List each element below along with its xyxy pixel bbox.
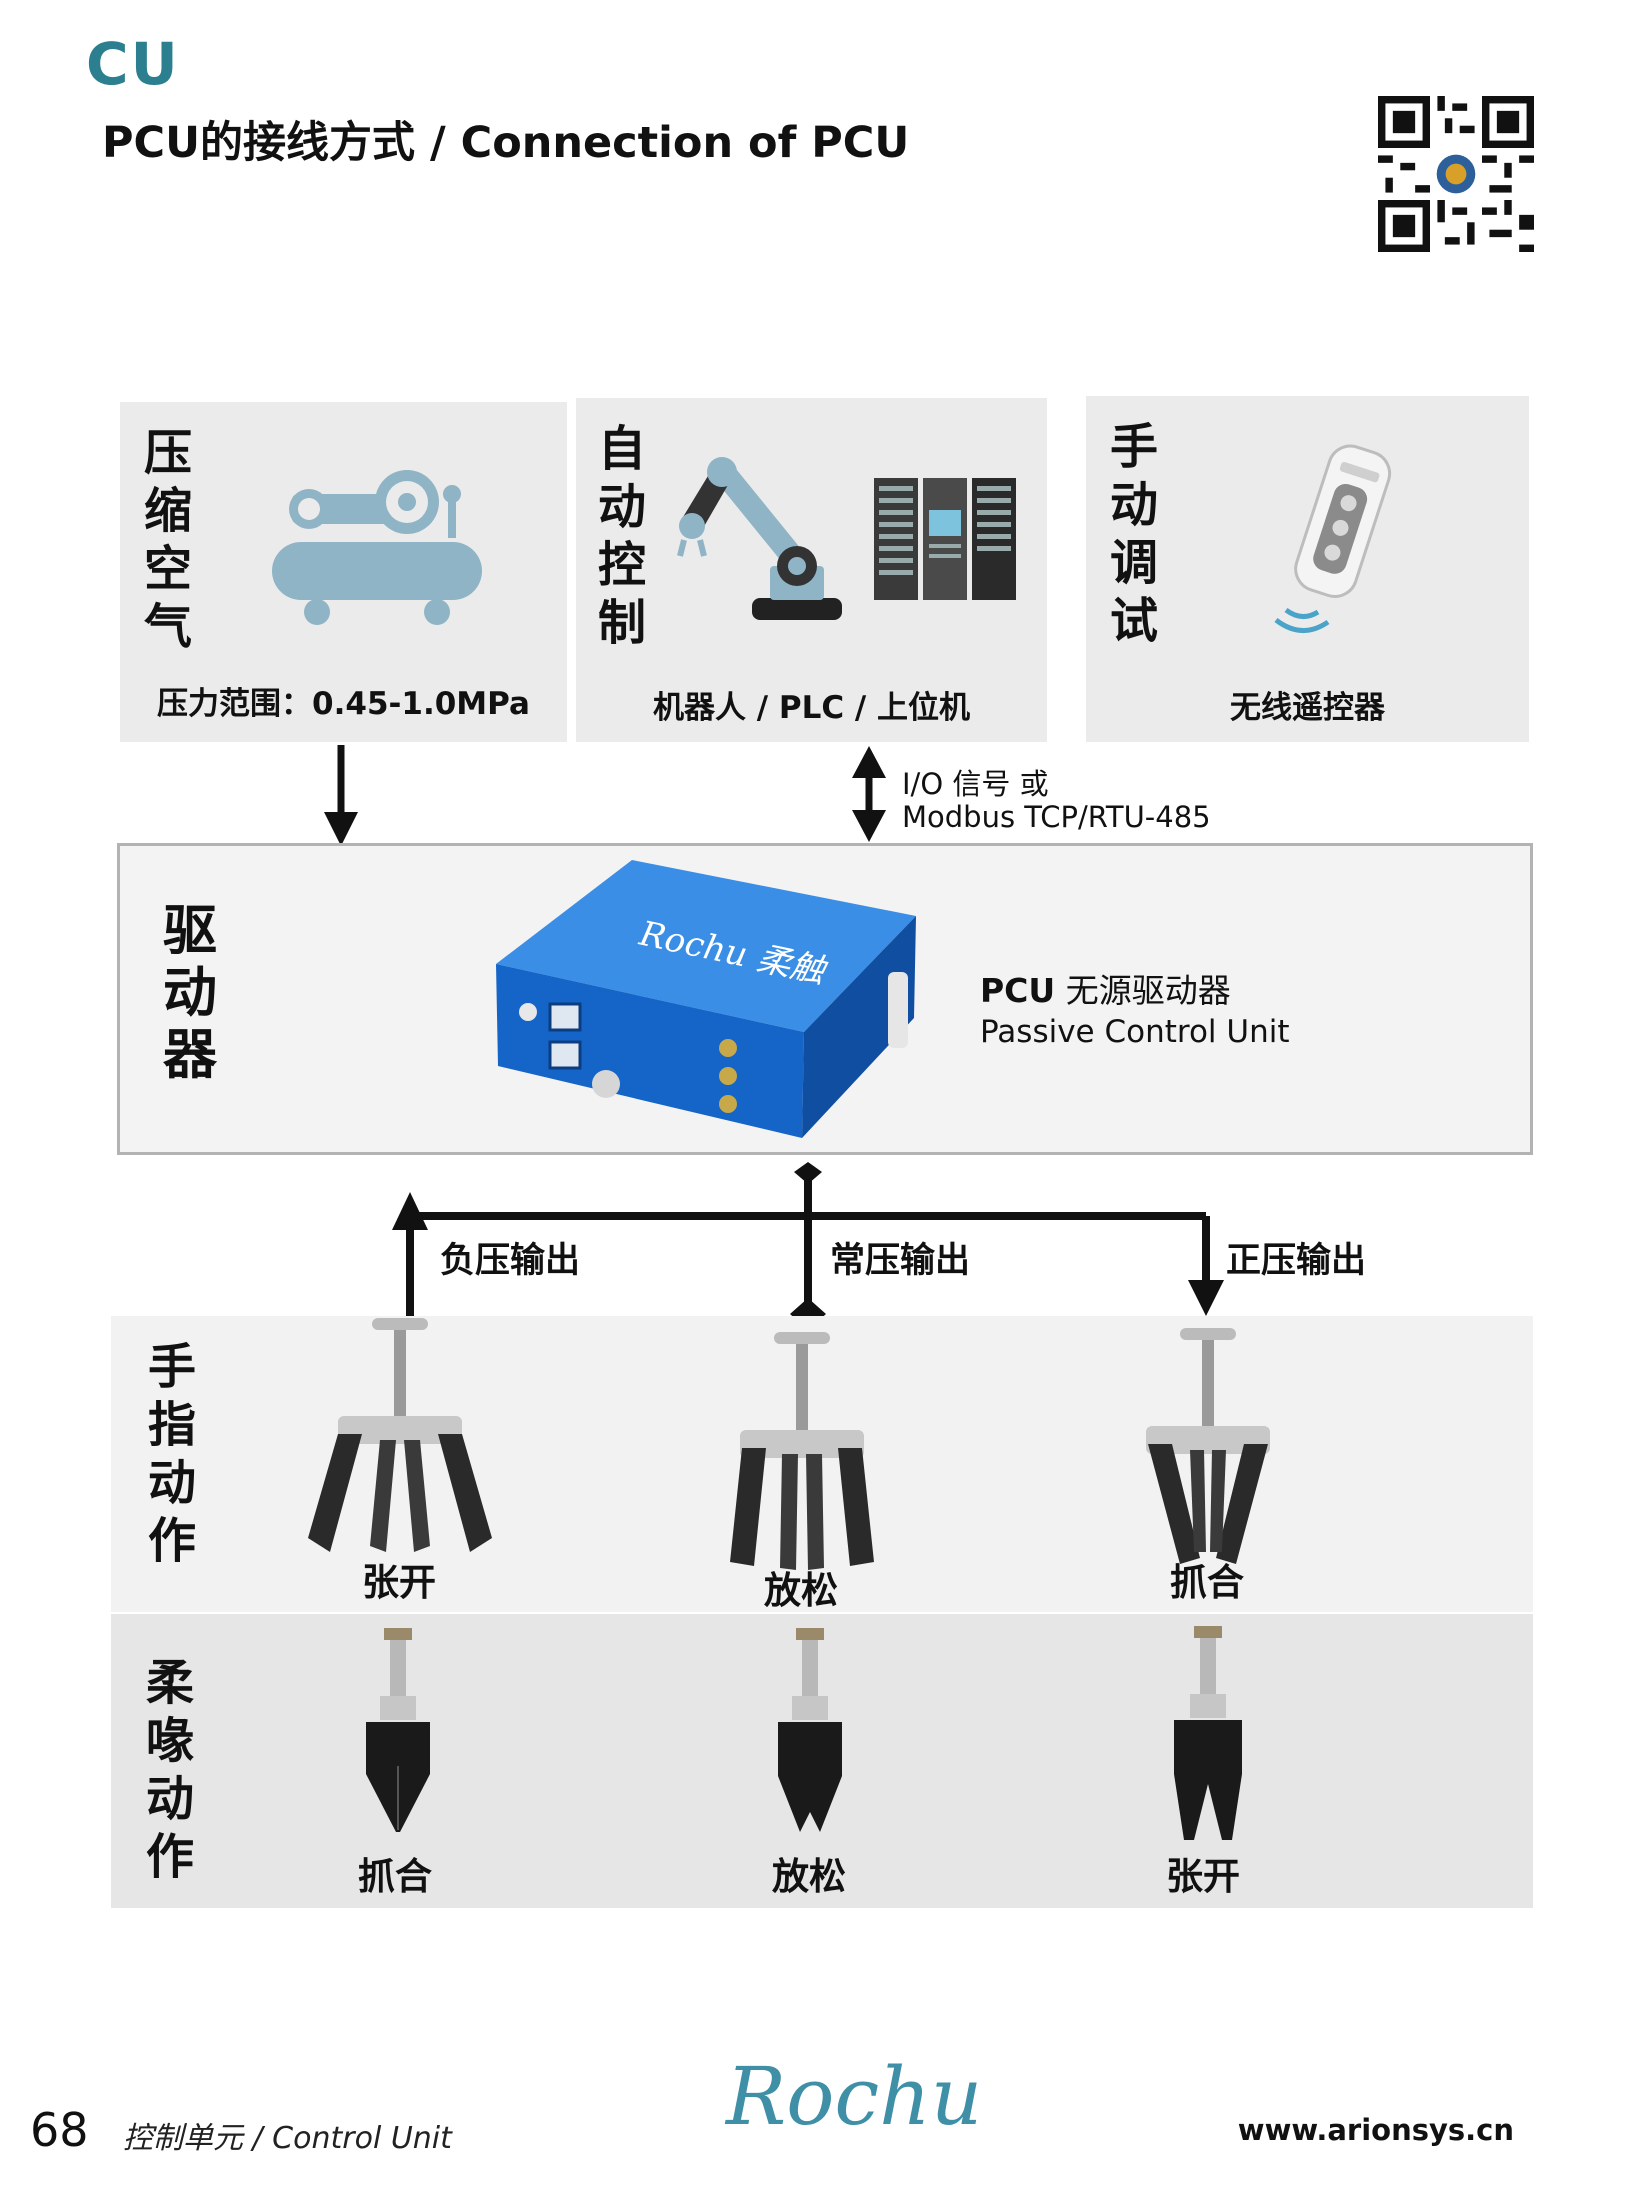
- beak-closed-icon: [366, 1628, 430, 1832]
- signal-line-2: Modbus TCP/RTU-485: [902, 800, 1211, 834]
- positive-output-label: 正压输出: [1226, 1241, 1367, 1281]
- gripper-closed-icon: [1146, 1328, 1270, 1564]
- air-caption: 压力范围：0.45-1.0MPa: [157, 686, 530, 722]
- air-panel: 压缩空气 压力范围：0.45-1.0MPa: [120, 402, 567, 742]
- manual-label: 手动调试: [1109, 419, 1158, 649]
- beak-action-2: 放松: [772, 1855, 846, 1898]
- finger-label: 手指动作: [147, 1339, 196, 1569]
- qr-code-icon: [1378, 96, 1534, 252]
- auto-caption: 机器人 / PLC / 上位机: [652, 690, 971, 726]
- pcu-device-image: Rochu 柔触: [496, 860, 916, 1138]
- connection-arrows: [324, 745, 886, 846]
- air-compressor-icon: [272, 470, 482, 625]
- server-rack-icon: [874, 478, 1016, 600]
- beak-open-icon: [1174, 1626, 1242, 1840]
- section-code: CU: [86, 30, 180, 98]
- footer-section: 控制单元 / Control Unit: [123, 2121, 452, 2156]
- air-label: 压缩空气: [143, 425, 192, 655]
- signal-line-1: I/O 信号 或: [902, 767, 1049, 801]
- driver-subtitle: Passive Control Unit: [980, 1014, 1290, 1050]
- finger-action-2: 放松: [764, 1569, 838, 1612]
- driver-name-bold: PCU: [980, 971, 1056, 1010]
- beak-action-1: 抓合: [358, 1855, 432, 1898]
- negative-output-label: 负压输出: [440, 1241, 581, 1281]
- page-number: 68: [30, 2103, 89, 2157]
- wireless-remote-icon: [1274, 444, 1392, 633]
- rochu-logo: Rochu: [726, 2050, 983, 2143]
- beak-relaxed-icon: [778, 1628, 842, 1832]
- driver-description: PCU 无源驱动器 Passive Control Unit: [980, 964, 1290, 1050]
- output-lines: [392, 1162, 1224, 1330]
- footer-url: www.arionsys.cn: [1237, 2113, 1514, 2147]
- finger-action-3: 抓合: [1170, 1561, 1244, 1604]
- auto-label: 自动控制: [597, 421, 646, 651]
- driver-name-rest: 无源驱动器: [1055, 971, 1231, 1010]
- driver-name: PCU 无源驱动器: [980, 964, 1290, 1012]
- finger-action-1: 张开: [362, 1561, 436, 1604]
- manual-panel: 手动调试 无线遥控器: [1086, 396, 1529, 742]
- auto-panel: 自动控制 机器人 / PLC / 上位机: [576, 398, 1047, 742]
- manual-caption: 无线遥控器: [1230, 690, 1385, 726]
- beak-label: 柔喙动作: [145, 1655, 194, 1885]
- normal-output-label: 常压输出: [830, 1241, 971, 1281]
- beak-action-3: 张开: [1166, 1855, 1240, 1898]
- signal-label: I/O 信号 或 Modbus TCP/RTU-485: [902, 768, 1211, 834]
- robot-arm-icon: [677, 457, 842, 620]
- gripper-open-icon: [308, 1318, 492, 1552]
- driver-label: 驱动器: [163, 899, 217, 1086]
- page-title: PCU的接线方式 / Connection of PCU: [102, 118, 910, 168]
- gripper-relaxed-icon: [730, 1332, 874, 1570]
